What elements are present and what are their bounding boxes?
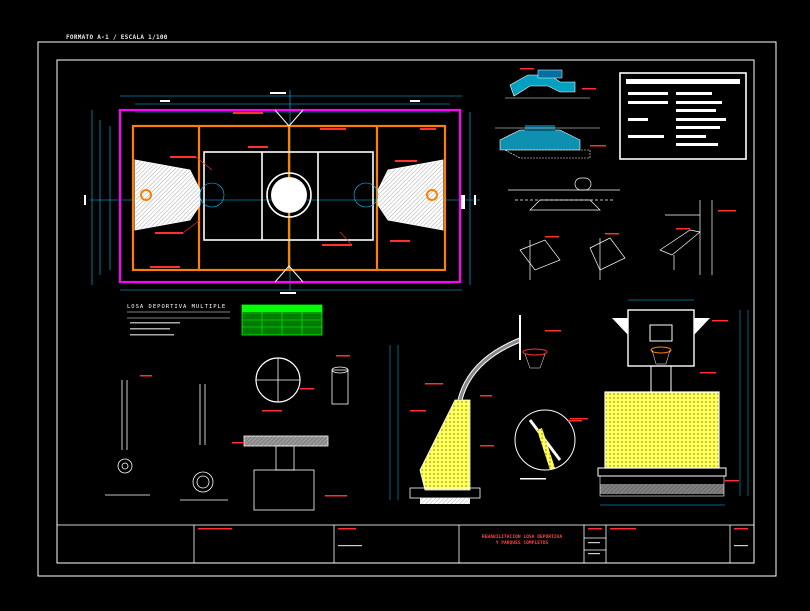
pole-details bbox=[105, 357, 349, 511]
backboard-front-view bbox=[570, 299, 749, 506]
court-plan bbox=[84, 90, 480, 294]
joint-detail bbox=[514, 409, 582, 480]
project-title-line2: Y PARQUES COMPLETOS bbox=[495, 541, 549, 546]
project-title-line1: REHABILITACION LOSA DEPORTIVA bbox=[481, 535, 563, 540]
backboard-side-view bbox=[389, 315, 561, 504]
anchor-details bbox=[508, 177, 713, 280]
top-details bbox=[495, 68, 606, 159]
legend-table bbox=[241, 304, 323, 336]
spec-box bbox=[619, 72, 747, 160]
title-block bbox=[56, 524, 755, 564]
outer-frame bbox=[37, 41, 777, 577]
sheet-title: FORMATO A-1 / ESCALA 1/100 bbox=[66, 34, 168, 41]
court-label: LOSA DEPORTIVA MULTIPLE bbox=[127, 304, 227, 310]
